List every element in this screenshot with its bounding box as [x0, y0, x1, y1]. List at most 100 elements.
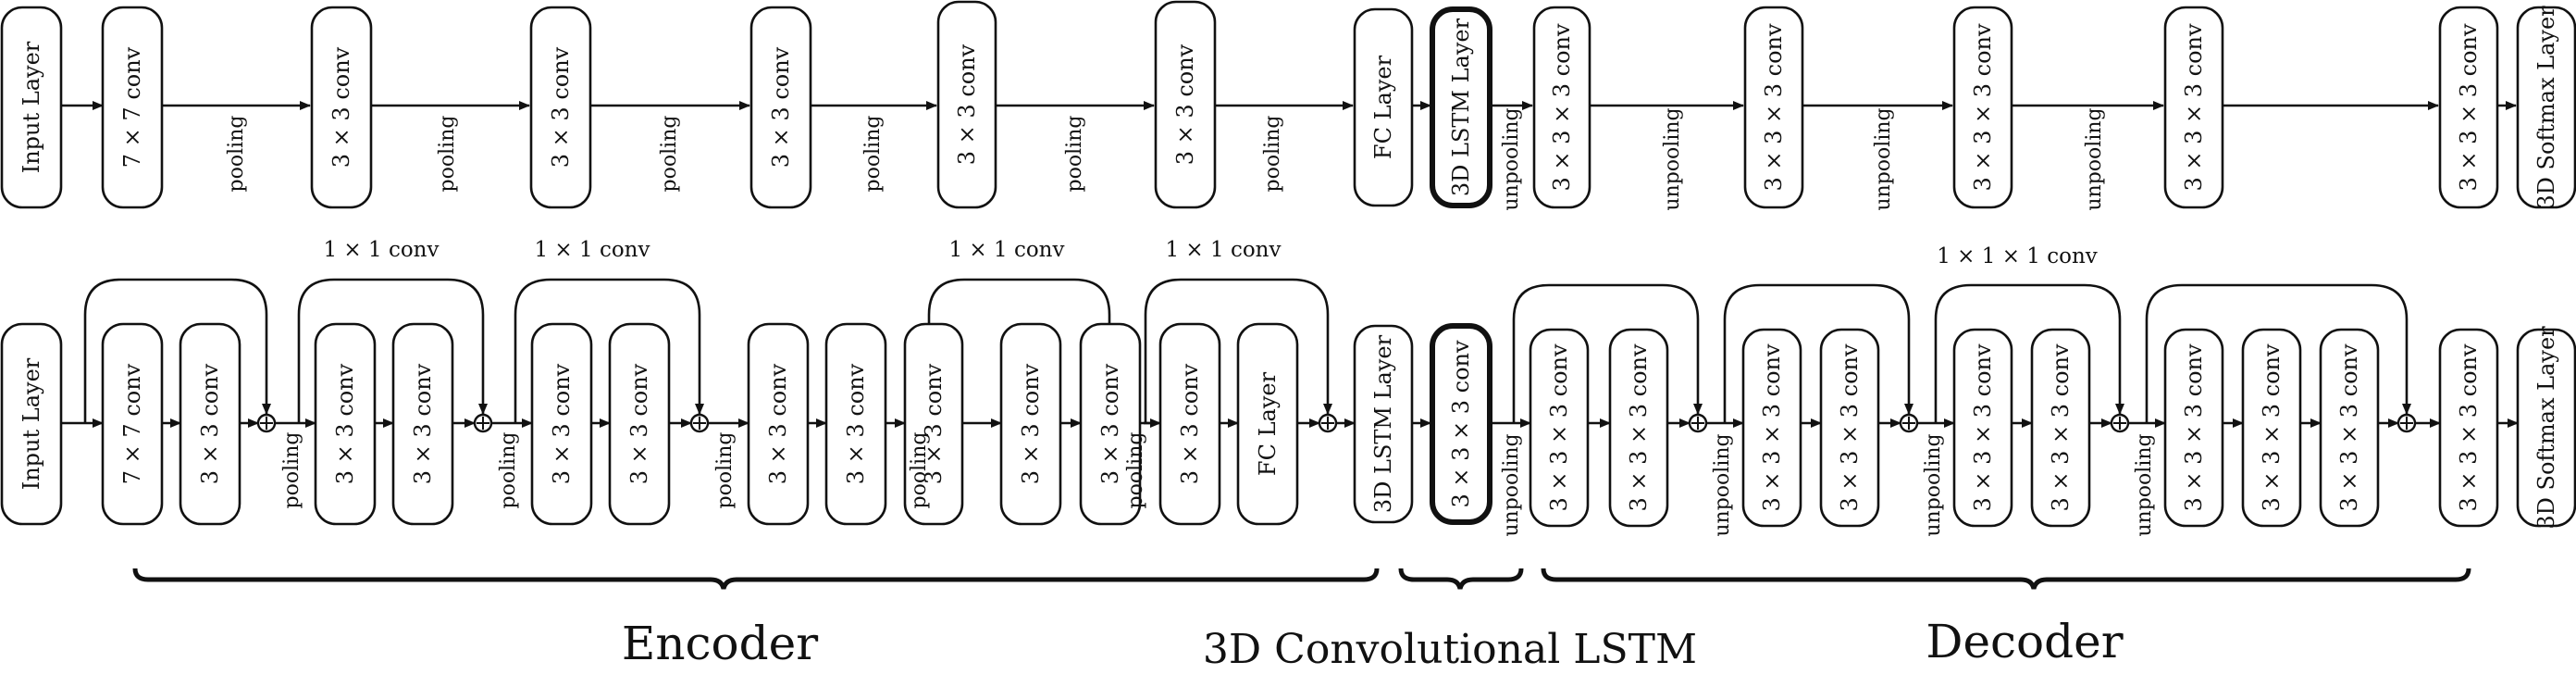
- block-label: 3 × 3 conv: [197, 363, 223, 484]
- bottom-block-conv3d-6: 3 × 3 × 3 conv: [2030, 328, 2091, 528]
- block-label: 3 × 3 conv: [332, 363, 358, 484]
- block-label: 3 × 3 × 3 conv: [1970, 343, 1996, 512]
- block-label: 3 × 3 × 3 conv: [2456, 23, 2482, 192]
- top-block-conv3d-4: 3 × 3 × 3 conv: [2163, 6, 2224, 209]
- top-block-conv-4: 3 × 3 conv: [936, 0, 997, 209]
- pooling-label: pooling: [280, 432, 303, 509]
- plus-node-icon: [256, 413, 277, 433]
- plus-node-icon: [2110, 413, 2130, 433]
- pooling-label: pooling: [861, 116, 885, 193]
- plus-node-icon: [1899, 413, 1919, 433]
- skip-connection: [927, 278, 1114, 423]
- block-label: 7 × 7 conv: [119, 46, 145, 168]
- decoder-label: Decoder: [1926, 615, 2123, 668]
- block-label: 3 × 3 conv: [843, 363, 869, 484]
- bottom-row-edge-labels: pooling pooling pooling pooling pooling …: [280, 432, 2156, 537]
- pooling-label: pooling: [225, 116, 248, 193]
- plus-node-icon: [473, 413, 493, 433]
- bottom-block-conv-10: 3 × 3 conv: [1079, 322, 1142, 526]
- pooling-label: pooling: [436, 116, 459, 193]
- unpooling-label: unpooling: [1872, 107, 1895, 210]
- block-label: 3 × 3 × 3 conv: [1626, 343, 1652, 512]
- block-label: 3D Softmax Layer: [2533, 326, 2559, 530]
- skip-connection: [1934, 283, 2124, 423]
- block-label: 3 × 3 conv: [954, 44, 980, 165]
- pooling-label: pooling: [658, 116, 681, 193]
- block-label: 3 × 3 × 3 conv: [2259, 343, 2285, 512]
- pooling-label: pooling: [1124, 432, 1147, 509]
- top-row-edge-labels: pooling pooling pooling pooling pooling …: [225, 107, 2106, 210]
- block-label: 3 × 3 × 3 conv: [1448, 340, 1474, 508]
- top-block-conv3d-5: 3 × 3 × 3 conv: [2438, 6, 2499, 209]
- residual-label: 1 × 1 conv: [948, 238, 1064, 262]
- bottom-block-conv3d-7: 3 × 3 × 3 conv: [2163, 328, 2224, 528]
- residual-label: 1 × 1 × 1 conv: [1937, 244, 2098, 268]
- bottom-block-conv-1: 3 × 3 conv: [179, 322, 242, 526]
- block-label: 3 × 3 × 3 conv: [2048, 343, 2074, 512]
- skip-connection: [1512, 283, 1703, 423]
- pooling-label: pooling: [713, 432, 737, 509]
- top-block-fc-layer: FC Layer: [1353, 7, 1414, 207]
- block-label: 3 × 3 conv: [626, 363, 652, 484]
- bottom-block-conv3d-3: 3 × 3 × 3 conv: [1741, 328, 1802, 528]
- encoder-brace: [132, 568, 1380, 590]
- bottom-block-conv-9: 3 × 3 conv: [999, 322, 1062, 526]
- block-label: 3 × 3 × 3 conv: [1549, 23, 1575, 192]
- unpooling-label: unpooling: [1711, 433, 1734, 536]
- residual-labels: 1 × 1 conv 1 × 1 conv 1 × 1 conv 1 × 1 c…: [323, 238, 2097, 268]
- top-row: Input Layer 7 × 7 conv 3 × 3 conv 3 × 3 …: [0, 0, 2576, 211]
- block-label: Input Layer: [19, 41, 44, 173]
- block-label: 3 × 3 conv: [765, 363, 791, 484]
- bottom-block-conv3d-4: 3 × 3 × 3 conv: [1819, 328, 1880, 528]
- bottom-block-conv-8: 3 × 3 conv: [903, 322, 964, 526]
- decoder-brace: [1541, 568, 2471, 590]
- bottom-block-conv-3: 3 × 3 conv: [391, 322, 454, 526]
- top-block-input-layer: Input Layer: [0, 6, 63, 209]
- bottom-block-7x7-conv: 7 × 7 conv: [101, 322, 164, 526]
- block-label: 3 × 3 conv: [921, 363, 947, 484]
- skip-connections: [83, 278, 2411, 423]
- bottom-block-conv3d-10: 3 × 3 × 3 conv: [2438, 328, 2499, 528]
- bottom-block-fc-layer: 3D LSTM Layer: [1353, 324, 1414, 524]
- block-label: 3 × 3 × 3 conv: [2456, 343, 2482, 512]
- block-label: 3 × 3 × 3 conv: [2181, 343, 2207, 512]
- top-block-conv-5: 3 × 3 conv: [1154, 0, 1217, 209]
- bottom-block-3d-softmax-layer: 3D Softmax Layer: [2516, 326, 2576, 530]
- block-label: 3 × 3 × 3 conv: [1546, 343, 1572, 512]
- skip-connection: [83, 278, 271, 423]
- block-label: 3 × 3 × 3 conv: [1759, 343, 1785, 512]
- top-block-3d-softmax-layer: 3D Softmax Layer: [2516, 6, 2576, 209]
- skip-connection: [1144, 278, 1332, 423]
- plus-node-icon: [2396, 413, 2417, 433]
- bottom-block-conv-7: 3 × 3 conv: [824, 322, 887, 526]
- top-block-conv-2: 3 × 3 conv: [529, 6, 592, 209]
- bottom-row: 1 × 1 conv 1 × 1 conv 1 × 1 conv 1 × 1 c…: [0, 238, 2576, 537]
- block-label: 3 × 3 conv: [328, 46, 354, 168]
- bottom-block-conv3d-9: 3 × 3 × 3 conv: [2319, 328, 2380, 528]
- top-block-7x7-conv: 7 × 7 conv: [101, 6, 164, 209]
- pooling-label: pooling: [1063, 116, 1086, 193]
- block-label: 3 × 3 conv: [1177, 363, 1203, 484]
- top-block-conv-3: 3 × 3 conv: [749, 6, 812, 209]
- top-block-conv3d-2: 3 × 3 × 3 conv: [1743, 6, 1804, 209]
- block-label: 3 × 3 × 3 conv: [1970, 23, 1996, 192]
- block-label: 3 × 3 × 3 conv: [2336, 343, 2362, 512]
- skip-connection: [297, 278, 488, 423]
- unpooling-label: unpooling: [1922, 433, 1945, 536]
- bottom-block-conv-6: 3 × 3 conv: [747, 322, 810, 526]
- bottom-block-conv3d-8: 3 × 3 × 3 conv: [2241, 328, 2302, 528]
- pooling-label: pooling: [497, 432, 520, 509]
- block-label: 3 × 3 conv: [1097, 363, 1123, 484]
- residual-label: 1 × 1 conv: [323, 238, 439, 262]
- bottom-block-conv-4: 3 × 3 conv: [530, 322, 593, 526]
- bottom-block-conv3d-2: 3 × 3 × 3 conv: [1608, 328, 1669, 528]
- block-label: 3 × 3 conv: [410, 363, 436, 484]
- block-label: 3 × 3 conv: [1018, 363, 1044, 484]
- top-block-conv3d-1: 3 × 3 × 3 conv: [1532, 6, 1591, 209]
- block-label: 3D Softmax Layer: [2533, 6, 2559, 209]
- block-label: FC Layer: [1370, 55, 1396, 159]
- encoder-label: Encoder: [622, 617, 818, 670]
- top-block-3d-lstm-layer: 3D LSTM Layer: [1430, 6, 1492, 208]
- unpooling-label: unpooling: [1500, 107, 1523, 210]
